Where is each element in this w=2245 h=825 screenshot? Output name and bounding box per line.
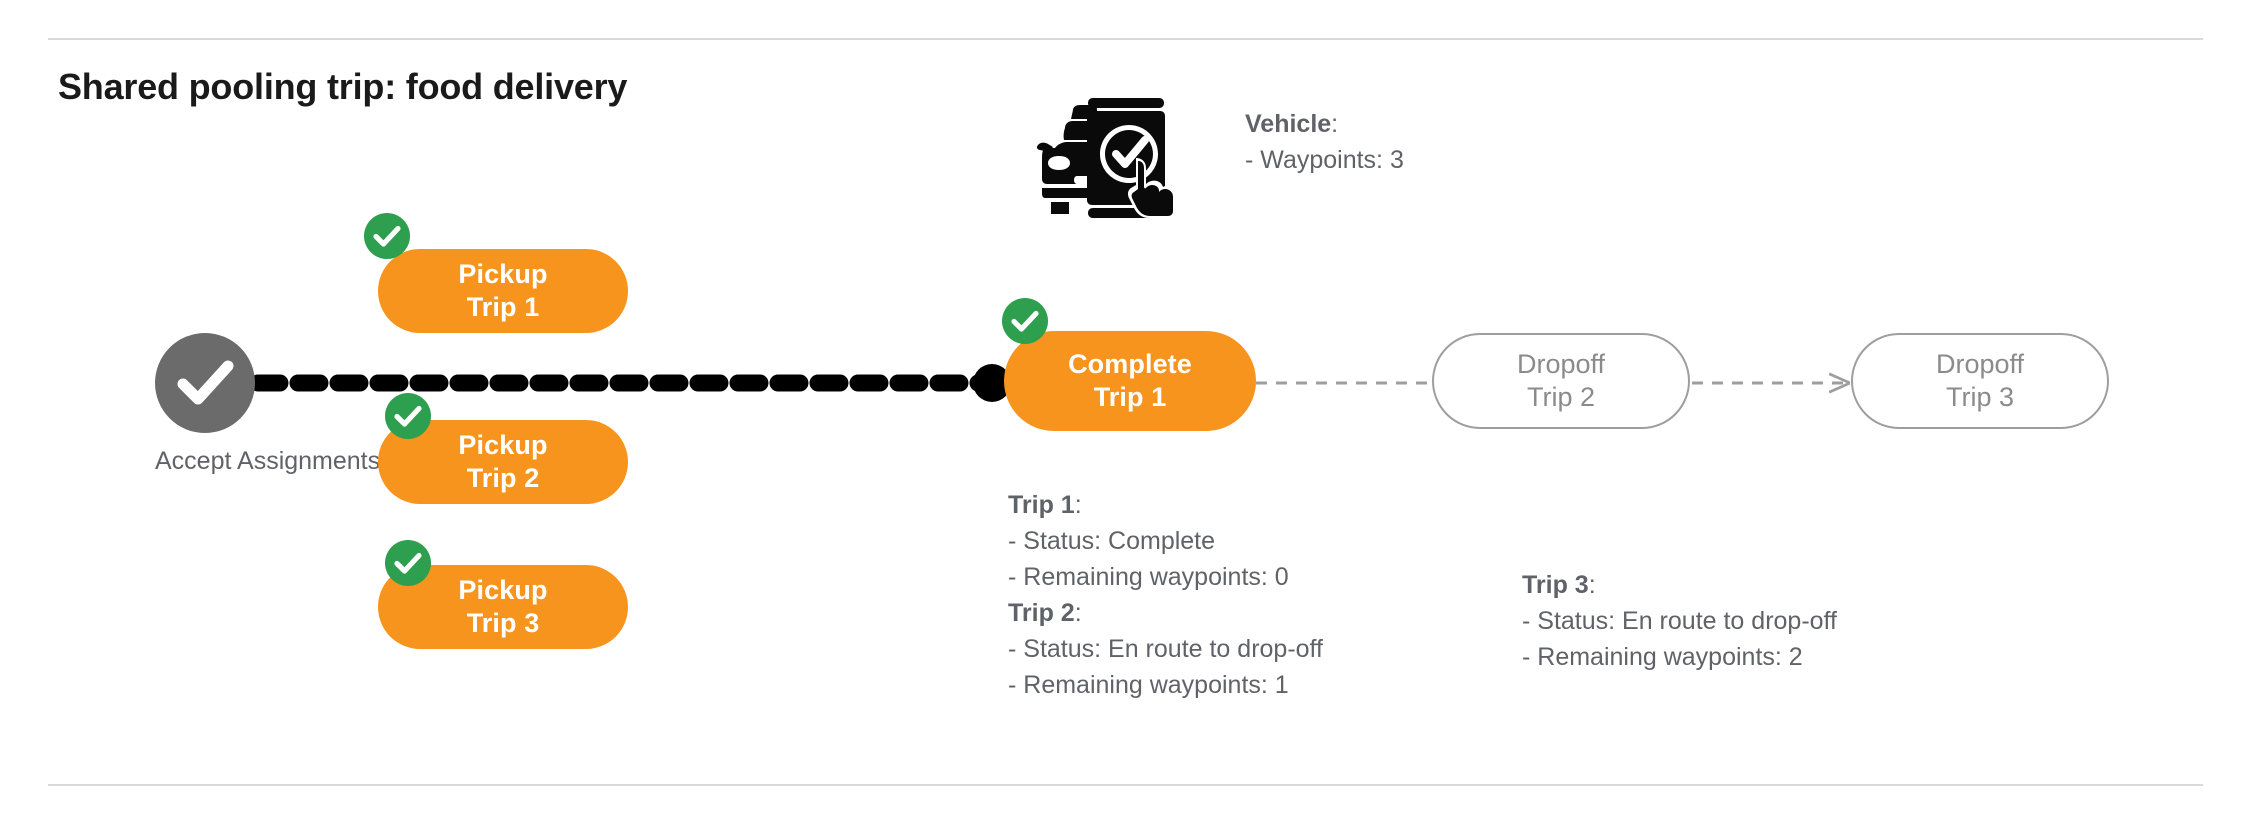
pickup-trip-3-line2: Trip 3 (466, 608, 540, 638)
accept-label-line2: Assignments (237, 447, 381, 475)
accept-assignments-node[interactable]: Accept Assignments (155, 333, 380, 476)
trip2-heading-row: Trip 2: (1008, 595, 1323, 631)
pickup-trip-2-check-badge-icon (385, 393, 431, 439)
pickup-trip-2-line1: Pickup (458, 430, 548, 461)
trip2-heading-suffix: : (1074, 599, 1082, 627)
trip1-heading: Trip 1 (1008, 491, 1075, 519)
trip1-status: - Status: Complete (1008, 527, 1216, 555)
vehicle-heading: Vehicle (1245, 110, 1332, 138)
dropoff-trip-2-node[interactable]: Dropoff Trip 2 (1432, 333, 1690, 429)
trip1-heading-row: Trip 1: (1008, 487, 1323, 523)
vehicle-waypoints: - Waypoints: 3 (1245, 146, 1404, 174)
vehicle-phone-check-icon (1037, 88, 1187, 218)
trip3-waypoints: - Remaining waypoints: 2 (1522, 643, 1803, 671)
dropoff-trip-3-node[interactable]: Dropoff Trip 3 (1851, 333, 2109, 429)
trip3-status: - Status: En route to drop-off (1522, 607, 1837, 635)
bottom-divider (48, 784, 2203, 786)
accept-label-line1: Accept (155, 447, 232, 475)
pickup-trip-1-line1: Pickup (458, 259, 548, 290)
vehicle-heading-suffix: : (1331, 110, 1339, 138)
accept-assignments-label: Accept Assignments (155, 447, 380, 476)
trip2-waypoints: - Remaining waypoints: 1 (1008, 671, 1289, 699)
complete-trip-1-line2: Trip 1 (1093, 382, 1167, 412)
dropoff-trip-3-line2: Trip 3 (1945, 382, 2014, 412)
vehicle-info-heading-row: Vehicle: (1245, 106, 1404, 142)
complete-trip-1-node[interactable]: Complete Trip 1 (1004, 331, 1256, 431)
top-divider (48, 38, 2203, 40)
trip-details-right-block: Trip 3: - Status: En route to drop-off -… (1522, 567, 1837, 675)
pickup-trip-1-check-badge-icon (364, 213, 410, 259)
trip3-heading: Trip 3 (1522, 571, 1589, 599)
pickup-trip-3-line1: Pickup (458, 575, 548, 606)
dropoff-trip-2-line1: Dropoff (1516, 349, 1606, 380)
trip3-heading-suffix: : (1588, 571, 1596, 599)
page-title: Shared pooling trip: food delivery (58, 66, 628, 107)
check-circle-icon (155, 333, 255, 433)
pickup-trip-1-line2: Trip 1 (466, 292, 540, 322)
pickup-trip-1-node[interactable]: Pickup Trip 1 (378, 249, 628, 333)
complete-trip-1-line1: Complete (1068, 349, 1192, 380)
trip2-heading: Trip 2 (1008, 599, 1075, 627)
trip1-heading-suffix: : (1074, 491, 1082, 519)
dropoff-trip-2-line2: Trip 2 (1526, 382, 1595, 412)
pickup-trip-3-check-badge-icon (385, 540, 431, 586)
trip2-status: - Status: En route to drop-off (1008, 635, 1323, 663)
trip3-heading-row: Trip 3: (1522, 567, 1837, 603)
trip-details-left-block: Trip 1: - Status: Complete - Remaining w… (1008, 487, 1323, 703)
trip1-waypoints: - Remaining waypoints: 0 (1008, 563, 1289, 591)
pickup-trip-2-line2: Trip 2 (466, 463, 540, 493)
dropoff-trip-3-line1: Dropoff (1935, 349, 2025, 380)
complete-trip-1-check-badge-icon (1002, 298, 1048, 344)
vehicle-info-block: Vehicle: - Waypoints: 3 (1245, 106, 1404, 178)
